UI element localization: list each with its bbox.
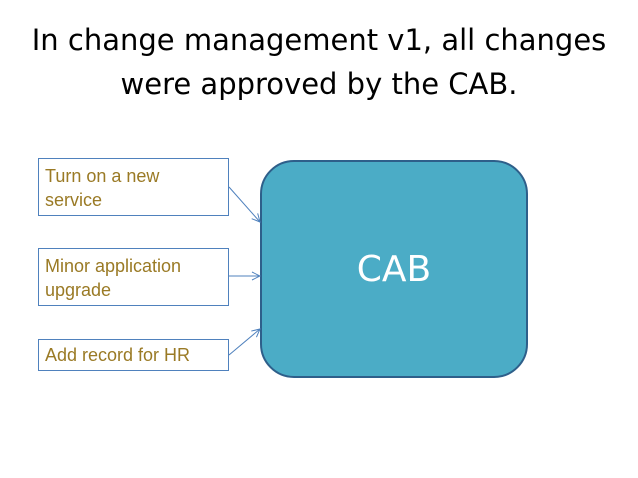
title-line-2: were approved by the CAB.	[120, 67, 518, 101]
change-box-line-1: Add record for HR	[45, 345, 191, 365]
change-box-minor-application-upgrade: Minor application upgrade	[38, 248, 229, 306]
change-box-turn-on-new-service: Turn on a new service	[38, 158, 229, 216]
cab-box: CAB	[260, 160, 528, 378]
change-box-line-2: upgrade	[45, 280, 112, 300]
change-box-add-record-for-hr: Add record for HR	[38, 339, 229, 371]
connector-arrow-1	[228, 186, 260, 222]
cab-label: CAB	[356, 248, 432, 290]
change-box-line-1: Turn on a new	[45, 166, 160, 186]
change-box-line-2: service	[45, 190, 103, 210]
slide-title: In change management v1, all changes wer…	[20, 18, 618, 106]
change-box-line-1: Minor application	[45, 256, 182, 276]
title-line-1: In change management v1, all changes	[31, 23, 607, 57]
connector-arrow-3	[228, 329, 260, 356]
